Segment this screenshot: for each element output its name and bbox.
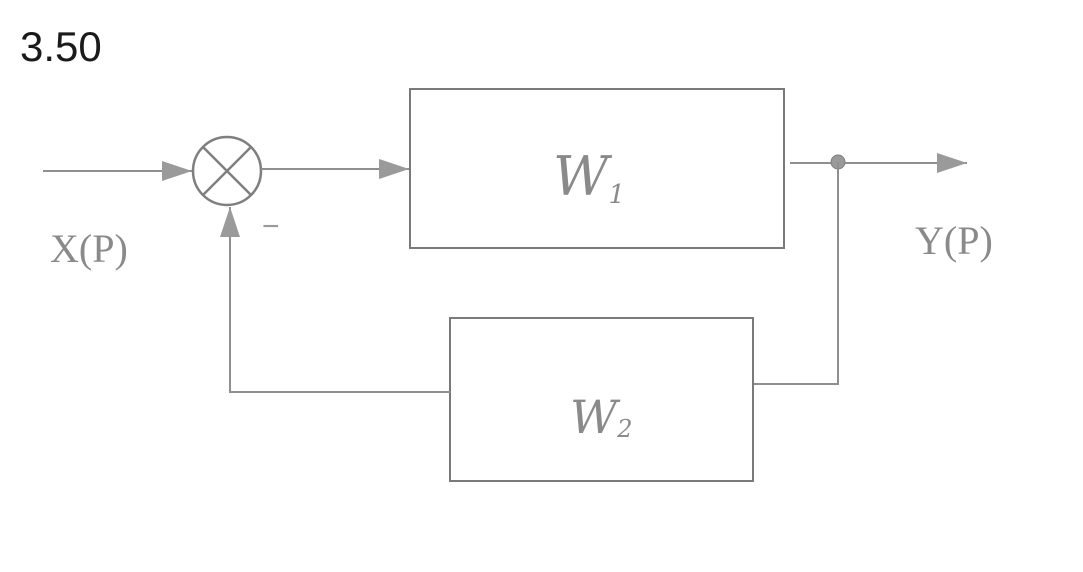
output-label: Y(P) <box>915 218 993 263</box>
block-w2-label: W2 <box>570 390 633 444</box>
feedback-line-left <box>220 207 450 393</box>
figure-number: 3.50 <box>20 23 102 70</box>
block-w2 <box>449 317 754 482</box>
block-w1-label: W1 <box>553 145 625 210</box>
summing-junction <box>191 135 263 207</box>
input-label: X(P) <box>50 226 128 271</box>
block-w1 <box>409 88 785 249</box>
feedback-sign: − <box>262 210 280 243</box>
feedback-line-right <box>753 162 839 385</box>
